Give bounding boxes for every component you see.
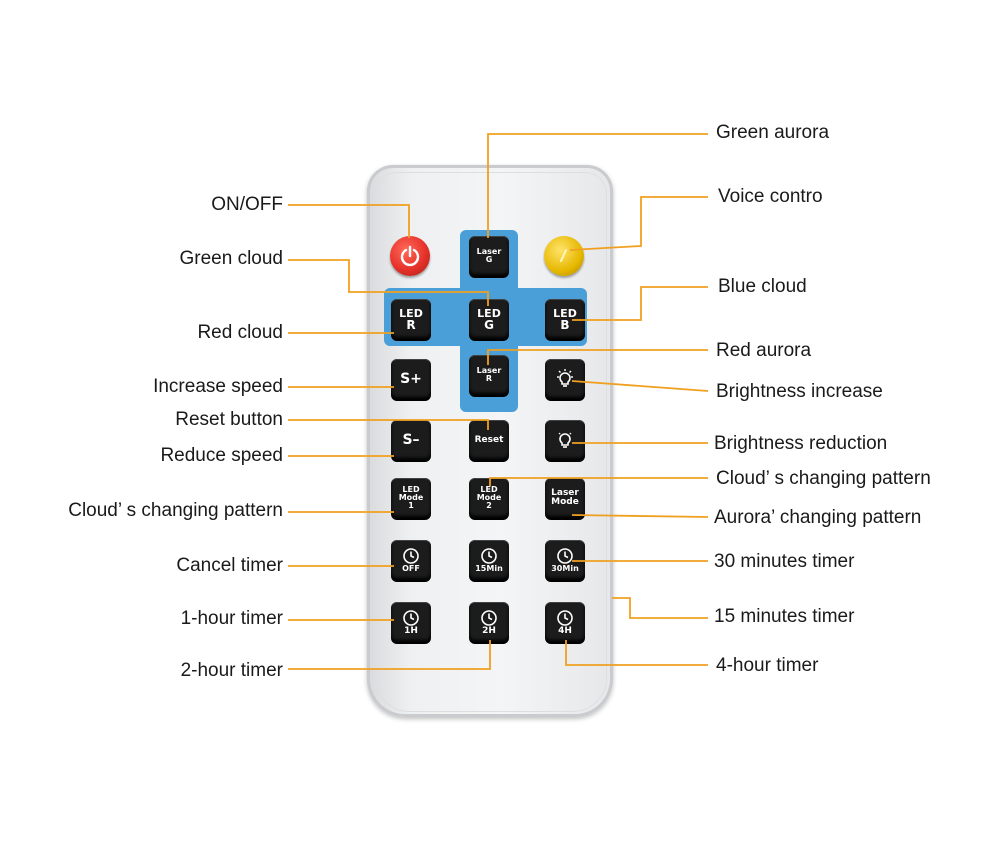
leader-brightness-increase	[571, 380, 709, 392]
label-red-cloud: Red cloud	[197, 322, 283, 343]
label-4h-timer: 4-hour timer	[716, 655, 819, 676]
laser-mode-button[interactable]: Laser Mode	[545, 478, 585, 518]
brightness-increase-button[interactable]	[545, 359, 585, 399]
led-r-button[interactable]: LED R	[391, 299, 431, 339]
leader-on-off	[288, 204, 410, 238]
label-30min-timer: 30 minutes timer	[714, 551, 855, 572]
led-mode-1-button[interactable]: LED Mode 1	[391, 478, 431, 518]
leader-aurora-pattern	[571, 514, 709, 518]
timer-2h-button[interactable]: 2H	[469, 602, 509, 642]
key-text: LED	[553, 306, 577, 320]
key-text: LED	[402, 485, 420, 494]
leader-reset-button	[288, 419, 489, 430]
key-text: Reset	[474, 434, 504, 445]
clock-icon	[557, 548, 573, 564]
leader-green-aurora	[487, 133, 708, 238]
label-red-aurora: Red aurora	[716, 340, 812, 361]
key-text: OFF	[402, 564, 420, 573]
key-text: S+	[400, 371, 422, 387]
bulb-bright-icon	[557, 369, 573, 387]
laser-r-button[interactable]: Laser R	[469, 355, 509, 395]
timer-30min-button[interactable]: 30Min	[545, 540, 585, 580]
key-text: 1H	[404, 625, 418, 636]
key-text: Mode	[398, 493, 424, 502]
key-text: 2	[486, 501, 492, 510]
leader-voice-control	[569, 196, 708, 251]
leader-blue-cloud	[572, 286, 708, 321]
clock-icon	[557, 609, 573, 626]
voice-icon	[560, 249, 567, 262]
leader-4h-timer	[565, 640, 708, 666]
label-blue-cloud: Blue cloud	[718, 276, 807, 297]
label-green-cloud: Green cloud	[179, 248, 283, 269]
power-icon	[400, 245, 420, 267]
label-brightness-reduction: Brightness reduction	[714, 433, 888, 454]
clock-icon	[403, 548, 419, 564]
cancel-timer-button[interactable]: OFF	[391, 540, 431, 580]
led-b-button[interactable]: LED B	[545, 299, 585, 339]
timer-1h-button[interactable]: 1H	[391, 602, 431, 642]
key-text: 4H	[558, 625, 572, 636]
speed-reduce-button[interactable]: S–	[391, 420, 431, 460]
key-text: Laser	[476, 247, 502, 256]
label-green-aurora: Green aurora	[716, 122, 830, 143]
key-text: Laser	[476, 366, 502, 375]
label-on-off: ON/OFF	[211, 194, 283, 215]
bulb-dim-icon	[558, 432, 572, 448]
key-text: S–	[402, 432, 420, 448]
key-text: R	[485, 374, 493, 383]
speed-increase-button[interactable]: S+	[391, 359, 431, 399]
clock-icon	[481, 548, 497, 564]
label-aurora-pattern: Aurora’ changing pattern	[714, 507, 922, 528]
key-text: LED	[477, 306, 501, 320]
key-text: G	[484, 317, 494, 332]
key-text: 2H	[482, 625, 496, 636]
leader-cloud-pattern-right	[489, 477, 708, 486]
label-brightness-increase: Brightness increase	[716, 381, 883, 402]
led-g-button[interactable]: LED G	[469, 299, 509, 339]
key-text: Mode	[551, 497, 579, 507]
leader-green-cloud	[288, 259, 489, 306]
label-15min-timer: 15 minutes timer	[714, 606, 855, 627]
leader-15min-timer	[612, 597, 708, 619]
reset-button[interactable]: Reset	[469, 420, 509, 460]
key-text: Laser	[551, 488, 579, 498]
key-text: 1	[408, 501, 414, 510]
key-text: LED	[399, 306, 423, 320]
key-text: 15Min	[475, 564, 503, 573]
timer-4h-button[interactable]: 4H	[545, 602, 585, 642]
remote-inner-border	[375, 172, 607, 712]
leader-2h-timer	[288, 640, 491, 670]
label-cancel-timer: Cancel timer	[176, 555, 283, 576]
label-increase-speed: Increase speed	[153, 376, 283, 397]
laser-g-button[interactable]: Laser G	[469, 236, 509, 276]
label-reduce-speed: Reduce speed	[160, 445, 283, 466]
label-voice-control: Voice contro	[718, 186, 823, 207]
label-cloud-pattern-left: Cloud’ s changing pattern	[68, 500, 283, 521]
label-1h-timer: 1-hour timer	[180, 608, 283, 629]
label-cloud-pattern-right: Cloud’ s changing pattern	[716, 468, 931, 489]
clock-icon	[403, 609, 419, 626]
label-reset-button: Reset button	[175, 409, 283, 430]
on-off-button[interactable]	[390, 236, 430, 276]
key-text: Mode	[476, 493, 502, 502]
key-text: 30Min	[551, 564, 579, 573]
voice-control-button[interactable]	[544, 236, 584, 276]
label-2h-timer: 2-hour timer	[180, 660, 283, 681]
timer-15min-button[interactable]: 15Min	[469, 540, 509, 580]
brightness-reduction-button[interactable]	[545, 420, 585, 460]
led-mode-2-button[interactable]: LED Mode 2	[469, 478, 509, 518]
key-text: R	[406, 317, 416, 332]
key-text: G	[485, 255, 493, 264]
clock-icon	[481, 609, 497, 626]
key-text: B	[560, 317, 570, 332]
key-text: LED	[480, 485, 498, 494]
leader-red-aurora	[487, 349, 708, 365]
